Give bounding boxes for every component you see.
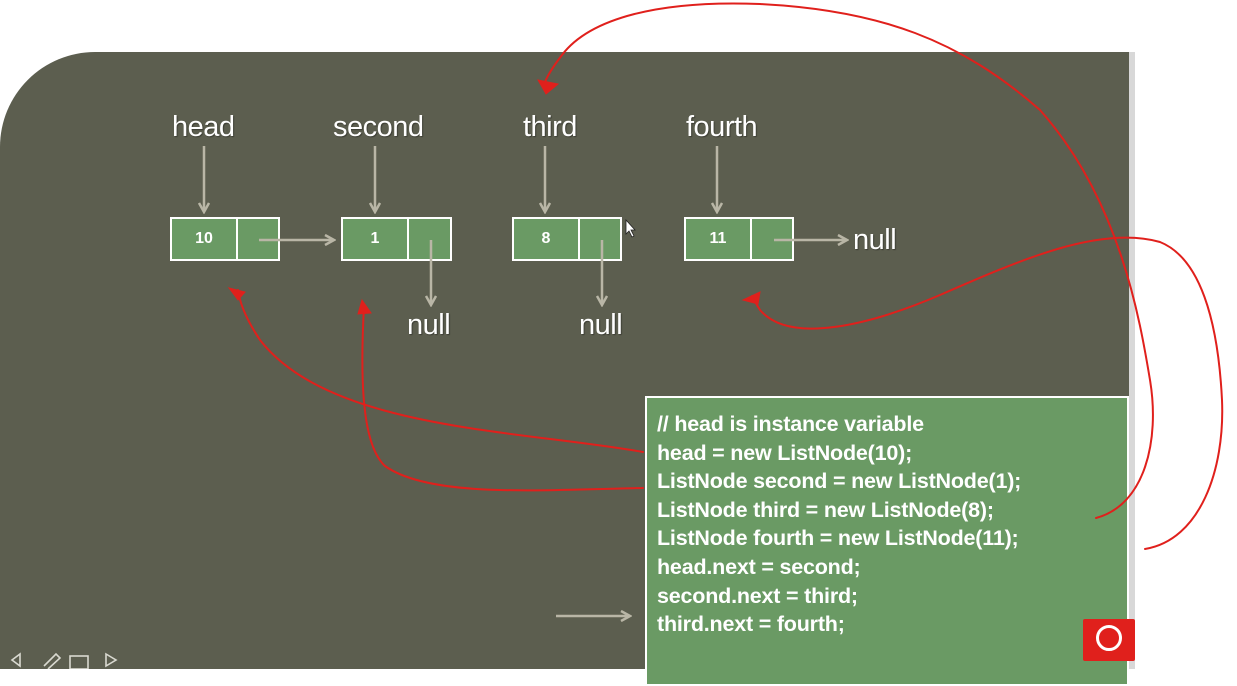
var-label-second: second (333, 111, 424, 143)
var-label-fourth: fourth (686, 111, 758, 143)
node-value: 1 (343, 219, 409, 259)
code-line-second-next: second.next = third; (657, 583, 858, 608)
code-line-second: ListNode second = new ListNode(1); (657, 469, 1022, 494)
list-node-third: 8 (512, 217, 622, 261)
node-next-field (752, 219, 792, 259)
node-value: 10 (172, 219, 238, 259)
code-line-third: ListNode third = new ListNode(8); (657, 497, 994, 522)
null-label-third: null (579, 309, 623, 341)
next-slide-icon (105, 652, 118, 668)
list-node-head: 10 (170, 217, 280, 261)
list-node-fourth: 11 (684, 217, 794, 261)
null-label-second: null (407, 309, 451, 341)
var-label-head: head (172, 111, 235, 143)
node-value: 11 (686, 219, 752, 259)
var-label-third: third (523, 111, 577, 143)
null-label-fourth: null (853, 224, 897, 256)
node-value: 8 (514, 219, 580, 259)
code-panel: // head is instance variable head = new … (645, 396, 1129, 686)
pen-icon (43, 652, 62, 669)
node-next-field (580, 219, 620, 259)
menu-icon (69, 655, 89, 669)
slide-edge (1129, 52, 1135, 669)
list-node-second: 1 (341, 217, 452, 261)
code-line-head: head = new ListNode(10); (657, 440, 913, 465)
prev-slide-icon (10, 652, 21, 668)
node-next-field (238, 219, 278, 259)
code-line-third-next: third.next = fourth; (657, 612, 845, 637)
slide-nav-icons[interactable] (2, 648, 132, 669)
code-line-head-next: head.next = second; (657, 554, 861, 579)
code-line-fourth: ListNode fourth = new ListNode(11); (657, 526, 1019, 551)
code-line-comment: // head is instance variable (657, 412, 924, 436)
recording-logo-icon (1083, 619, 1135, 661)
node-next-field (409, 219, 450, 259)
